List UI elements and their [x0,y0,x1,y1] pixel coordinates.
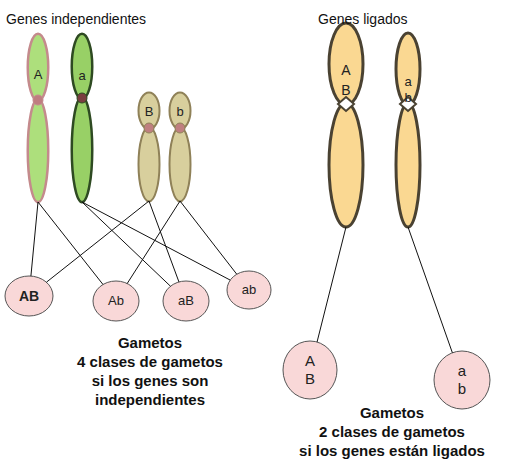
connector-line [180,201,237,274]
caption-line: si los genes son [92,372,209,389]
gamete-genotype: AB [4,288,54,304]
chromosome-arm [396,33,420,105]
section-title: Genes ligados [318,11,408,27]
chromosome-arm [396,103,420,227]
gamete-outline [227,271,271,309]
gamete-circle: AB [4,275,54,317]
linked-outline [394,32,422,228]
allele-label: A B [340,60,352,100]
linked-chromosome: A B [327,22,365,228]
centromere [33,95,43,105]
caption-line: 2 clases de gametos [319,423,465,440]
chromo-outline [26,33,50,203]
chromosome-arm [72,34,93,99]
chromo-outline [70,33,94,203]
caption-heading: Gametos [118,334,182,351]
gamete-circle: a b [433,350,491,410]
gamete-outline [434,351,490,409]
chromosome-arm [329,23,363,105]
chromosome: a [70,33,94,203]
caption-line: si los genes están ligados [299,442,485,459]
gamete-genotype: aB [162,293,210,309]
caption-line: independientes [95,391,205,408]
chromosome-arm [170,127,191,202]
connector-line [149,201,179,282]
connector-line [408,227,452,353]
allele-label: a [70,68,94,84]
gamete-genotype: a b [455,362,469,398]
gamete-circle: ab [226,270,272,310]
caption-heading: Gametos [360,404,424,421]
centromere [77,93,87,103]
gamete-outline [93,281,139,321]
gamete-genotype: Ab [92,293,140,309]
connector-line [127,201,180,284]
gamete-outline [5,276,53,316]
connector-line [82,202,230,280]
gamete-circle: aB [162,280,210,322]
chromosome-arm [139,127,160,202]
allele-label: b [168,104,192,120]
centromere [338,97,354,111]
linked-chromosome: a b [394,32,422,228]
connector-line [317,227,346,342]
connector-line [38,202,103,285]
connector-line [82,202,170,286]
connector-line [46,201,149,282]
chromosome-arm [28,99,49,202]
allele-label: a b [403,74,413,106]
centromere [144,123,154,133]
section-title: Genes independientes [6,11,146,27]
allele-label: B [137,104,161,120]
gamete-outline [283,341,337,399]
gamete-circle: Ab [92,280,140,322]
chromosome-arm [329,103,363,227]
gamete-genotype: A B [303,352,317,388]
chromosome-arm [72,97,93,202]
chromosome: b [168,92,192,202]
allele-label: A [26,67,50,83]
gamete-genotype: ab [226,282,272,298]
caption-line: 4 clases de gametos [77,353,223,370]
connector-line [31,202,38,276]
gamete-outline [163,281,209,321]
chromosome: A [26,33,50,203]
centromere [175,123,185,133]
chromosome: B [137,92,161,202]
linked-outline [327,22,365,228]
gamete-circle: A B [282,340,338,400]
